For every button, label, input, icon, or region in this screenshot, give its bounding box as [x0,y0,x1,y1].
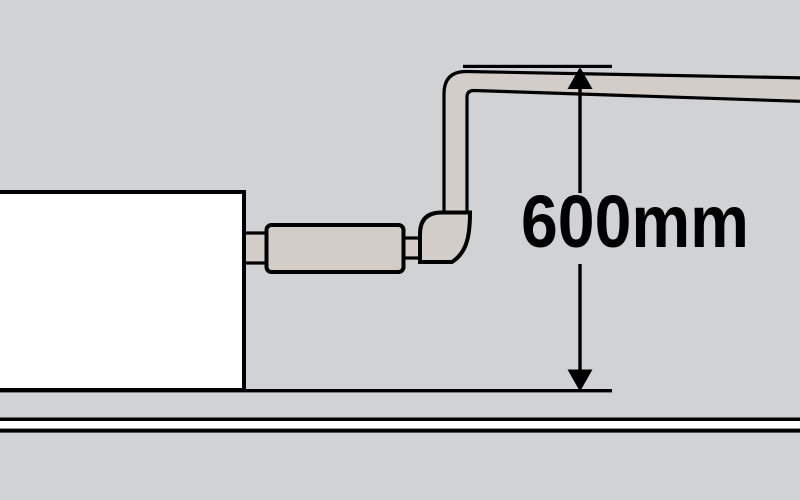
pipe-elbow-fitting [418,210,473,264]
floor-line-lower [0,428,800,433]
floor-line-upper [0,417,800,421]
floor-gap-band [0,419,800,430]
dimension-label: 600mm [521,180,749,263]
muffler [264,223,406,274]
dimension-arrowhead-down [567,369,593,392]
dimension-line-upper-segment [578,87,582,193]
engine-box [0,190,246,392]
dimension-arrowhead-up [567,67,593,89]
dimension-reference-line-top [463,64,612,68]
dimension-line-lower-segment [578,264,582,372]
exhaust-pipe-run [442,69,800,232]
ground-reference-line [0,389,612,393]
height-dimension-arrow [567,67,593,392]
